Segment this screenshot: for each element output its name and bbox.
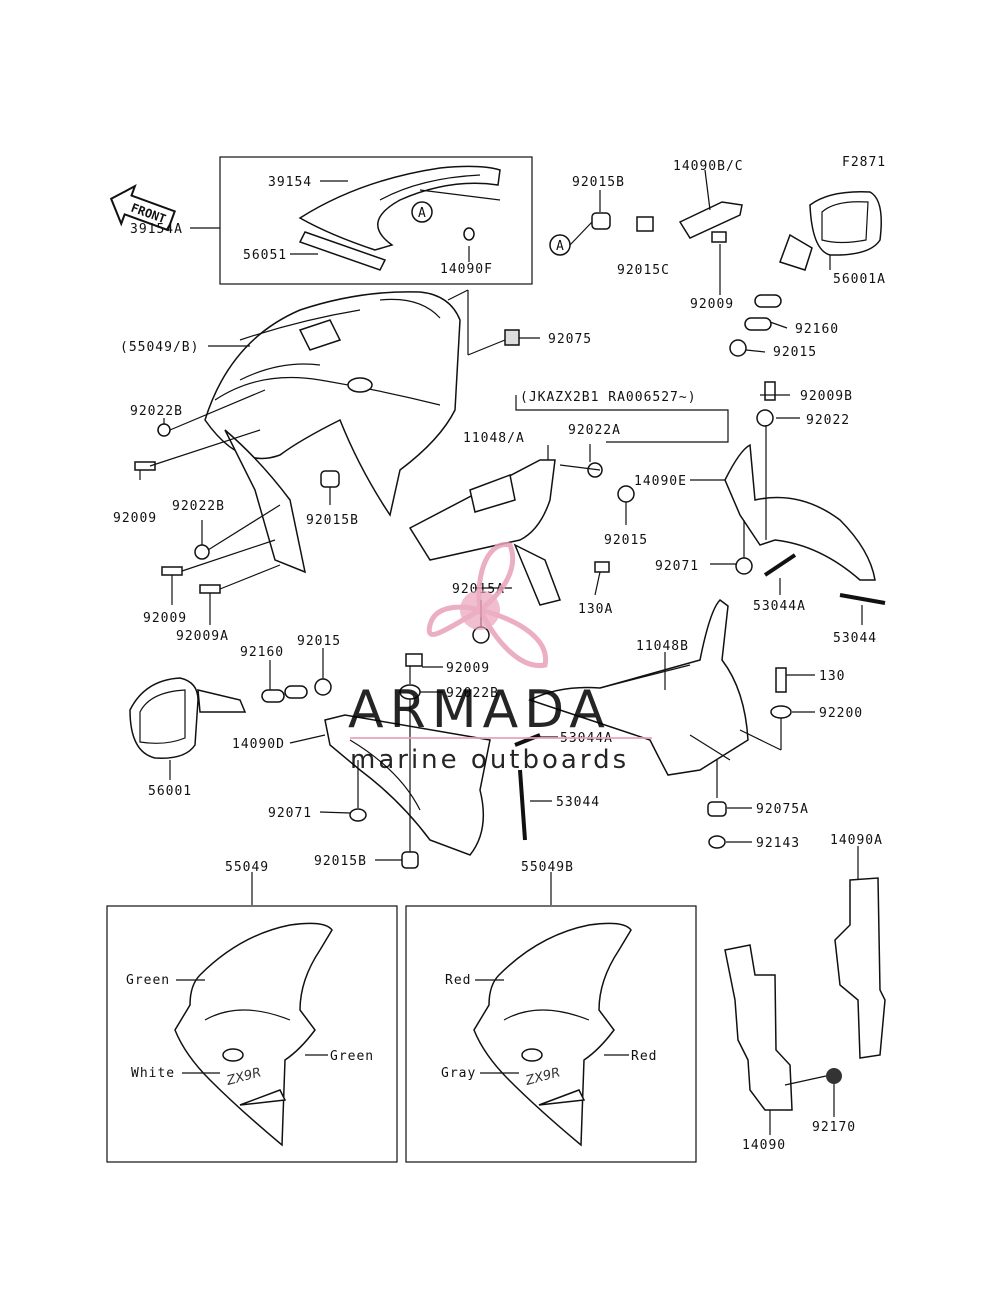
label-92015c: 92015C [617, 263, 670, 278]
label-92009-l1: 92009 [113, 511, 157, 526]
label-92015-mid: 92015 [604, 533, 648, 548]
label-92009b: 92009B [800, 389, 853, 404]
panel-14090-part [724, 944, 793, 1111]
label-color-right-2: Gray [441, 1066, 476, 1081]
part-labels: 39154 39154A 56051 14090F A 92015B 14090… [113, 159, 886, 1153]
label-serial-note: (JKAZX2B1 RA006527~) [520, 390, 697, 405]
callout-a-right: A [556, 239, 565, 254]
cowl-variant-left: ZX9R [174, 922, 333, 1147]
variant-box-left [106, 905, 398, 1163]
label-92015-r: 92015 [773, 345, 817, 360]
label-92009-l2: 92009 [143, 611, 187, 626]
upper-cowl-part [204, 291, 461, 574]
label-92071-c: 92071 [268, 806, 312, 821]
label-39154: 39154 [268, 175, 312, 190]
label-92022a: 92022A [568, 423, 621, 438]
bracket-11048a-part [408, 459, 561, 606]
label-92009a: 92009A [176, 629, 229, 644]
callout-a-circle-2 [549, 234, 571, 256]
label-14090f: 14090F [440, 262, 493, 277]
label-92022-r: 92022 [806, 413, 850, 428]
label-11048b: 11048B [636, 639, 689, 654]
label-92009-top: 92009 [690, 297, 734, 312]
label-14090e: 14090E [634, 474, 687, 489]
label-92022b-l2: 92022B [172, 499, 225, 514]
label-92015b-top: 92015B [572, 175, 625, 190]
label-55049b-bottom: 55049B [521, 860, 574, 875]
grommet-14090f [463, 227, 475, 241]
label-92160-r: 92160 [795, 322, 839, 337]
label-14090bc: 14090B/C [673, 159, 744, 174]
label-color-left-3: Green [330, 1049, 374, 1064]
label-53044-r: 53044 [833, 631, 877, 646]
label-color-right-3: Red [631, 1049, 657, 1064]
label-92200: 92200 [819, 706, 863, 721]
label-14090: 14090 [742, 1138, 786, 1153]
label-56001a: 56001A [833, 272, 886, 287]
label-color-left-2: White [131, 1066, 175, 1081]
label-53044-c: 53044 [556, 795, 600, 810]
color-labels: Green Green White Red Red Gray [126, 973, 657, 1081]
mirror-right-part [779, 191, 882, 271]
label-92022b-c: 92022B [446, 686, 499, 701]
leader-lines [139, 169, 863, 1135]
label-92143: 92143 [756, 836, 800, 851]
label-92015b-c: 92015B [314, 854, 367, 869]
rod-53044-r [839, 593, 886, 605]
watermark-tagline: marine outboards [350, 745, 629, 775]
label-92160-l: 92160 [240, 645, 284, 660]
label-130a: 130A [578, 602, 613, 617]
label-130: 130 [819, 669, 845, 684]
label-color-left-1: Green [126, 973, 170, 988]
label-39154a: 39154A [130, 222, 183, 237]
panel-14090a-part [834, 877, 886, 1059]
label-92015b-mid: 92015B [306, 513, 359, 528]
label-92022b-l: 92022B [130, 404, 183, 419]
armada-watermark: ARMADA marine outboards [348, 542, 652, 775]
windscreen-part [298, 165, 501, 271]
label-92075: 92075 [548, 332, 592, 347]
rod-53044-c [518, 769, 527, 841]
label-56051: 56051 [243, 248, 287, 263]
label-55049b: (55049/B) [120, 340, 199, 355]
label-92009-c: 92009 [446, 661, 490, 676]
label-14090a: 14090A [830, 833, 883, 848]
watermark-brand: ARMADA [348, 680, 611, 740]
panel-14090e-part [724, 443, 876, 581]
label-92071-r: 92071 [655, 559, 699, 574]
rod-53044a-r [763, 553, 797, 577]
label-92170: 92170 [812, 1120, 856, 1135]
figure-code: F2871 [842, 155, 886, 170]
propeller-logo-icon [426, 542, 549, 668]
label-color-right-1: Red [445, 973, 471, 988]
label-55049: 55049 [225, 860, 269, 875]
label-92075a: 92075A [756, 802, 809, 817]
cowl-variant-right: ZX9R [473, 922, 632, 1147]
rod-53044a-c [514, 733, 541, 747]
clip-92170 [826, 1068, 842, 1084]
windscreen-box [219, 156, 533, 285]
callout-a-circle [411, 201, 433, 223]
bracket-11048b-part [528, 599, 749, 776]
variant-box-right [405, 905, 697, 1163]
panel-14090d-part [324, 714, 491, 856]
label-11048a: 11048/A [463, 431, 525, 446]
label-92015-l: 92015 [297, 634, 341, 649]
label-53044a-r: 53044A [753, 599, 806, 614]
label-14090d: 14090D [232, 737, 285, 752]
callout-a-top: A [418, 206, 427, 221]
label-56001: 56001 [148, 784, 192, 799]
mirror-left-part [129, 677, 247, 759]
